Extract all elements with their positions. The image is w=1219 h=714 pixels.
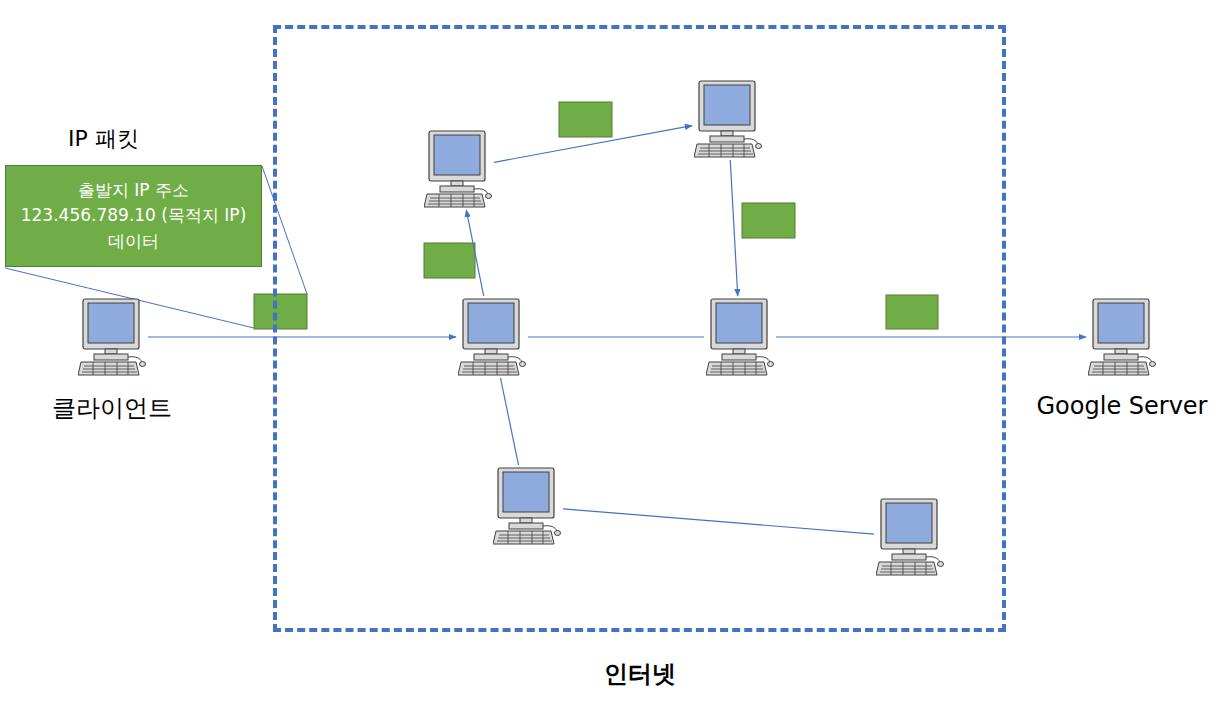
computer-icon — [78, 298, 146, 376]
server-computer: Google Server — [1088, 298, 1156, 376]
packet — [742, 203, 795, 238]
callout-text: 출발지 IP 주소 123.456.789.10 (목적지 IP) 데이터 — [16, 178, 251, 255]
network-link — [563, 509, 874, 534]
computer-label: Google Server — [1037, 392, 1208, 420]
packet — [559, 102, 612, 137]
region-label: 인터넷 — [604, 658, 676, 690]
computer-icon — [458, 298, 526, 376]
computer-icon — [706, 298, 774, 376]
packet-callout: IP 패킷출발지 IP 주소 123.456.789.10 (목적지 IP) 데… — [5, 165, 262, 267]
packet — [886, 295, 938, 329]
client-computer: 클라이언트 — [78, 298, 146, 376]
computer-label: 클라이언트 — [52, 392, 172, 424]
network-link — [148, 336, 456, 337]
packet — [254, 294, 307, 329]
computer-icon — [1088, 298, 1156, 376]
network-link — [730, 160, 737, 296]
network-link — [776, 336, 1086, 337]
computer-icon — [424, 130, 492, 208]
packet — [424, 243, 475, 278]
computer-icon — [493, 467, 561, 545]
router-computer — [493, 467, 561, 545]
router-computer — [694, 80, 762, 158]
callout-heading: IP 패킷 — [68, 124, 139, 154]
network-link — [494, 126, 692, 163]
router-computer — [458, 298, 526, 376]
internet-region: 인터넷 — [273, 25, 1006, 632]
router-computer — [876, 498, 944, 576]
router-computer — [424, 130, 492, 208]
router-computer — [706, 298, 774, 376]
computer-icon — [876, 498, 944, 576]
network-link — [466, 210, 483, 296]
network-link — [500, 378, 518, 465]
leader-line — [262, 166, 307, 294]
network-link — [528, 336, 704, 337]
computer-icon — [694, 80, 762, 158]
